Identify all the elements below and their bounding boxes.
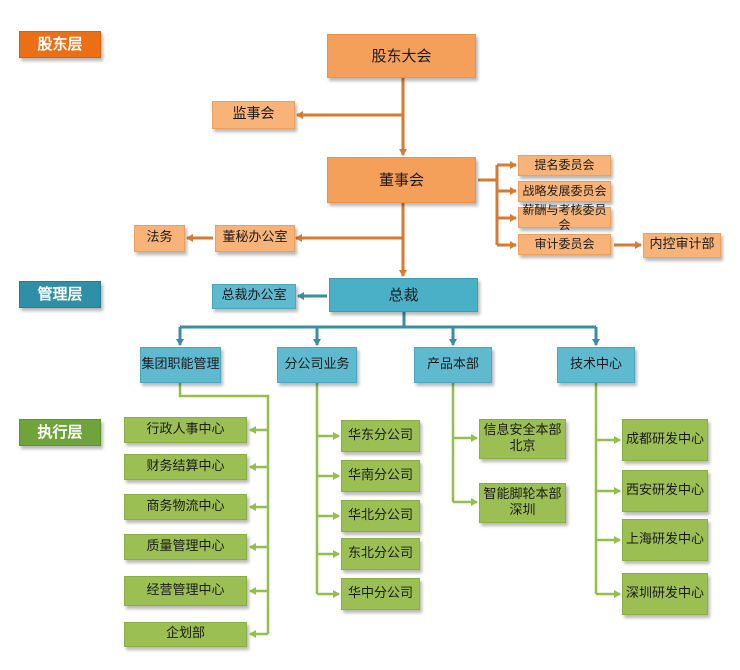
connector-committee-trunk [478,165,499,245]
nomination-committee-box: 提名委员会 [518,155,611,176]
branch-item: 华东分公司 [341,420,420,452]
rd-center-item: 深圳研发中心 [622,573,708,615]
layer-tag-management: 管理层 [19,281,101,308]
internal-audit-box: 内控审计部 [643,233,721,258]
board-of-directors-box: 董事会 [327,157,476,203]
board-office-box: 董秘办公室 [215,225,295,252]
rd-center-item: 上海研发中心 [622,519,708,561]
strategy-committee-box: 战略发展委员会 [518,181,611,202]
group-function-item: 商务物流中心 [124,494,247,520]
supervisory-board-box: 监事会 [212,101,295,129]
president-box: 总裁 [329,278,478,312]
shareholders-meeting-box: 股东大会 [327,34,476,78]
division-tech-center: 技术中心 [557,347,635,383]
rd-center-item: 西安研发中心 [622,470,708,512]
rd-center-item: 成都研发中心 [622,419,708,461]
branch-item: 华南分公司 [341,460,420,492]
layer-tag-shareholder: 股东层 [19,31,101,58]
division-branch-business: 分公司业务 [277,347,357,383]
legal-box: 法务 [134,225,185,252]
compensation-committee-box: 薪酬与考核委员会 [518,203,611,232]
product-unit-item: 信息安全本部 北京 [479,419,566,459]
branch-item: 华中分公司 [341,578,420,610]
branch-item: 东北分公司 [341,538,420,570]
audit-committee-box: 审计委员会 [518,234,611,255]
division-group-functions: 集团职能管理 [140,347,221,383]
layer-tag-execution: 执行层 [19,419,101,446]
division-product-hq: 产品本部 [414,347,492,383]
product-unit-item: 智能脚轮本部 深圳 [479,483,566,523]
group-function-item: 企划部 [124,622,247,647]
branch-item: 华北分公司 [341,500,420,532]
group-function-item: 行政人事中心 [124,417,247,443]
president-office-box: 总裁办公室 [212,284,296,309]
group-function-item: 财务结算中心 [124,454,247,480]
group-function-item: 经营管理中心 [124,576,247,606]
group-function-item: 质量管理中心 [124,534,247,560]
connector-group-trunk [178,383,270,634]
